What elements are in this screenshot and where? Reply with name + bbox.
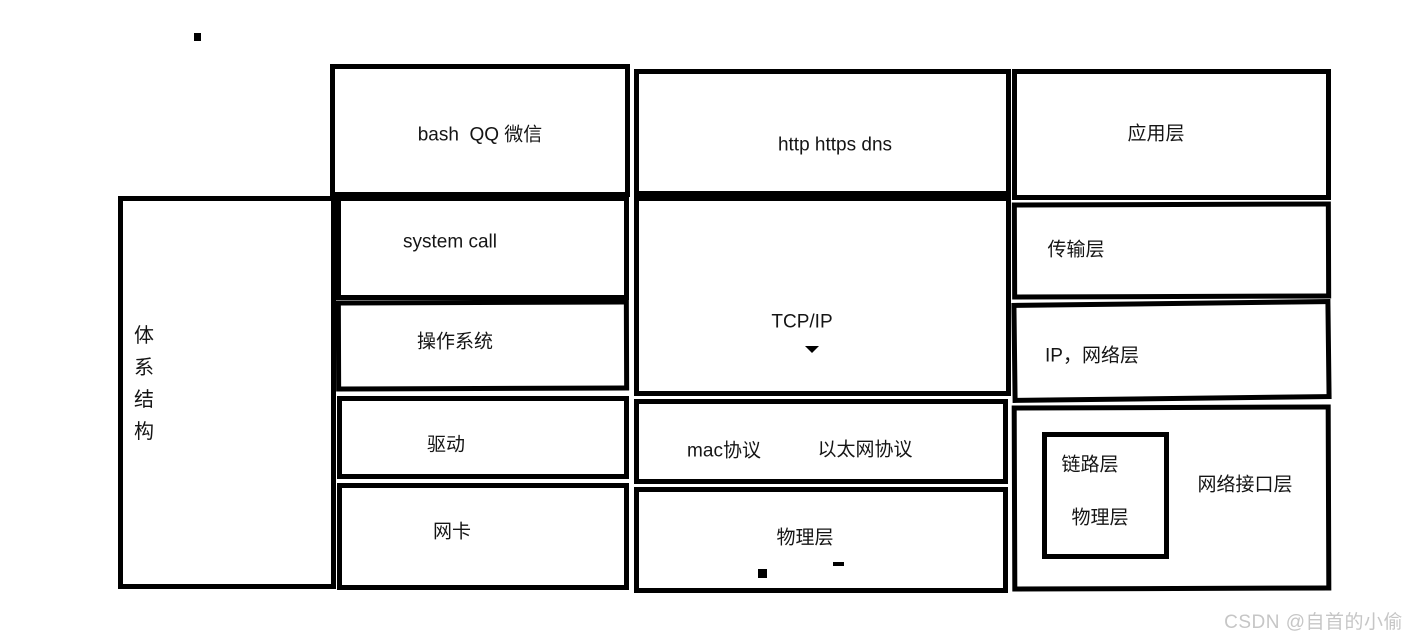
physical-mid-label: 物理层 [776, 527, 834, 549]
tcpip-label: TCP/IP [771, 311, 833, 333]
mac-protocol-label: mac协议 [687, 440, 761, 462]
architecture-box [118, 196, 336, 589]
driver-label: 驱动 [426, 434, 466, 456]
os-label: 操作系统 [416, 331, 494, 353]
architecture-char-3: 结 [134, 389, 154, 411]
physical-mid-box [634, 487, 1008, 593]
physical-inner-label: 物理层 [1071, 507, 1129, 529]
architecture-char-2: 系 [134, 357, 154, 379]
csdn-watermark: CSDN @自首的小偷 [1224, 612, 1403, 633]
user-apps-label: bash QQ 微信 [417, 124, 543, 146]
stray-dot-mark [194, 33, 201, 41]
architecture-char-4: 构 [134, 421, 154, 443]
network-interface-label: 网络接口层 [1197, 474, 1293, 496]
driver-box [337, 396, 629, 479]
application-layer-box [1012, 69, 1331, 200]
stray-square-mark [758, 569, 767, 578]
tcpip-arrow-mark [805, 346, 819, 353]
application-layer-label: 应用层 [1127, 123, 1185, 145]
ethernet-protocol-label: 以太网协议 [817, 439, 913, 461]
transport-layer-label: 传输层 [1047, 239, 1105, 261]
user-apps-box [330, 64, 630, 197]
system-call-label: system call [403, 231, 497, 253]
nic-box [337, 483, 629, 590]
link-physical-inner-box [1042, 432, 1169, 559]
nic-label: 网卡 [432, 521, 472, 543]
stray-dash-mark [833, 562, 844, 566]
network-layer-label: IP，网络层 [1045, 345, 1139, 367]
app-protocols-box [634, 69, 1011, 196]
architecture-char-1: 体 [134, 325, 154, 347]
architecture-label: 体 系 结 构 [131, 320, 157, 448]
system-call-box [336, 196, 629, 300]
app-protocols-label: http https dns [777, 134, 893, 156]
mac-ethernet-box [634, 399, 1008, 484]
link-layer-label: 链路层 [1061, 454, 1119, 476]
tcpip-box [634, 196, 1011, 396]
